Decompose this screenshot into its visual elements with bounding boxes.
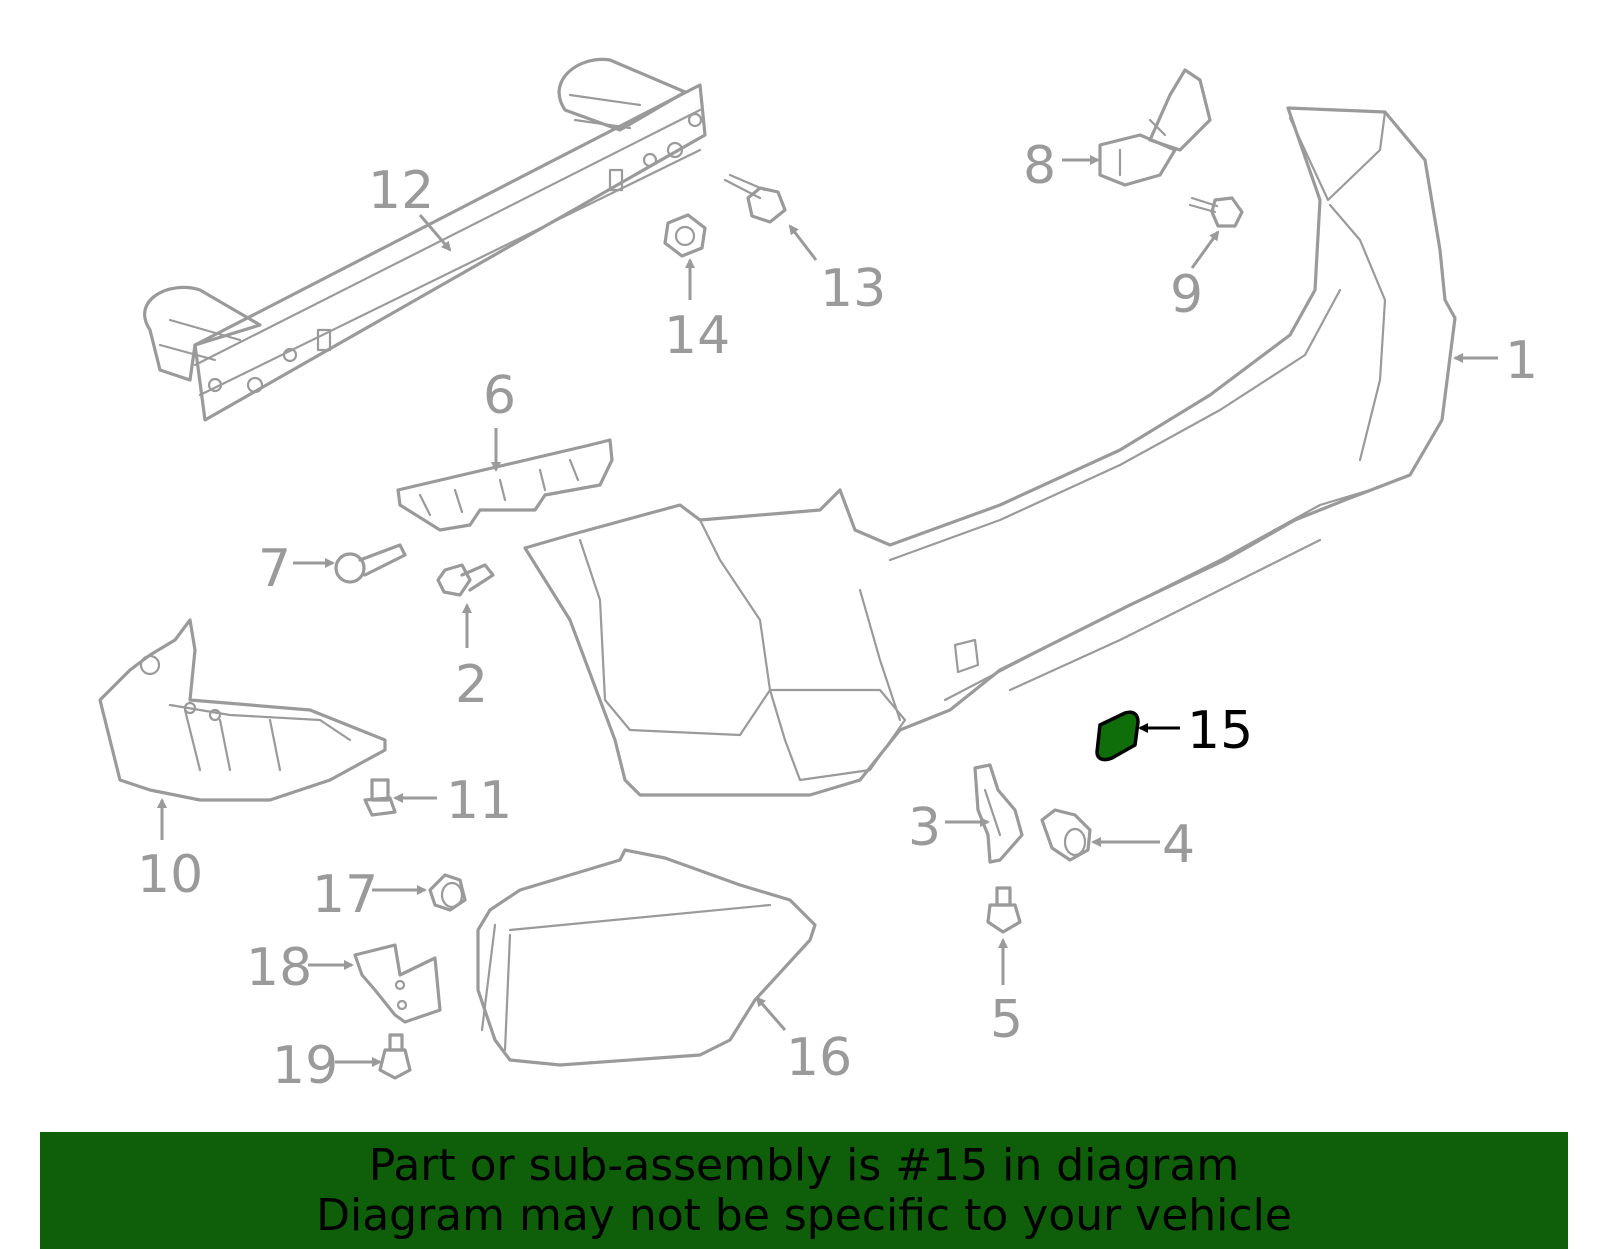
callout-19: 19 (272, 1036, 338, 1096)
parts-diagram: 1 2 3 4 5 6 7 8 9 10 11 12 13 14 15 16 1… (98, 57, 1538, 1096)
part-4-clip (1040, 808, 1092, 862)
callout-13: 13 (820, 259, 886, 319)
callout-8: 8 (1023, 136, 1056, 196)
callout-12: 12 (368, 161, 434, 221)
part-15-highlighted[interactable] (1095, 710, 1140, 762)
part-19-bolt (378, 1033, 412, 1080)
part-17-plug (428, 873, 467, 912)
callout-6: 6 (483, 366, 516, 426)
callout-11: 11 (446, 771, 512, 831)
part-1-bumper-cover (523, 106, 1457, 797)
callout-17: 17 (312, 865, 378, 925)
callout-7: 7 (258, 539, 291, 599)
part-2-clip (436, 563, 495, 597)
banner-line-disclaimer: Diagram may not be specific to your vehi… (316, 1189, 1292, 1241)
part-10-side-bracket (98, 618, 387, 802)
callout-5: 5 (990, 990, 1023, 1050)
callout-3: 3 (908, 798, 941, 858)
part-13-bolt (723, 173, 787, 224)
callout-arrows (157, 155, 1498, 1067)
part-18-bracket (353, 943, 442, 1024)
part-7-screw (334, 543, 407, 584)
part-8-bracket (1098, 68, 1212, 187)
callout-2: 2 (455, 655, 488, 715)
part-11-clip (363, 778, 397, 817)
part-12-reinforcement-beam (143, 57, 707, 422)
callout-15: 15 (1187, 701, 1253, 761)
callout-4: 4 (1162, 815, 1195, 875)
part-6-bracket (396, 438, 614, 532)
part-9-bolt (1188, 196, 1244, 228)
callout-16: 16 (786, 1028, 852, 1088)
callout-9: 9 (1170, 265, 1203, 325)
part-14-nut (663, 213, 707, 258)
part-16-lamp (476, 848, 817, 1067)
callout-18: 18 (246, 938, 312, 998)
info-banner: Part or sub-assembly is #15 in diagram D… (40, 1132, 1568, 1249)
callout-10: 10 (137, 845, 203, 905)
part-3-bracket (973, 763, 1024, 864)
banner-line-part-number: Part or sub-assembly is #15 in diagram (368, 1139, 1240, 1191)
part-5-bolt (986, 886, 1022, 934)
callout-1: 1 (1505, 331, 1538, 391)
callout-14: 14 (664, 306, 730, 366)
